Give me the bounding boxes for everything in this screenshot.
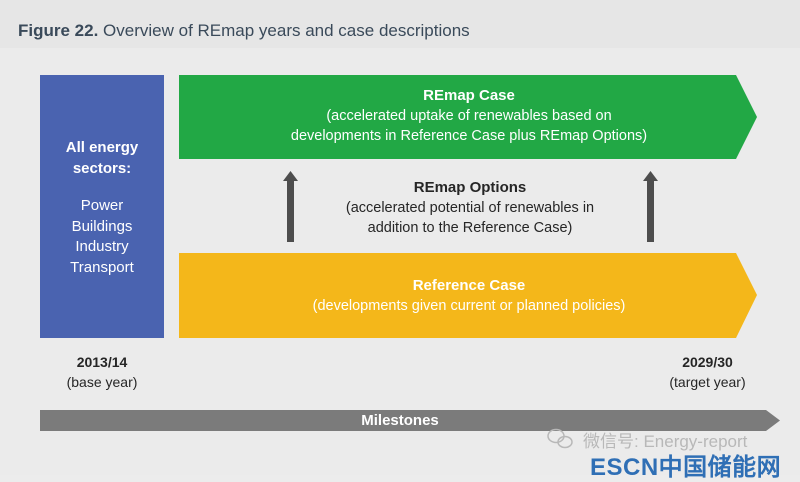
milestones-label: Milestones: [361, 412, 439, 429]
wechat-icon: [547, 428, 573, 449]
sector-item: Buildings: [71, 217, 133, 235]
energy-sectors-box: All energy sectors: Power Buildings Indu…: [40, 75, 164, 338]
remap-options-desc-line2: addition to the Reference Case): [367, 220, 573, 236]
remap-options-title: REmap Options: [413, 179, 527, 196]
reference-case-text: Reference Case (developments given curre…: [179, 276, 759, 316]
reference-case-desc-line1: (developments given current or planned p…: [312, 298, 626, 314]
remap-case-text: REmap Case (accelerated uptake of renewa…: [179, 86, 759, 146]
sector-item: Industry: [75, 238, 129, 255]
figure-header: Figure 22. Overview of REmap years and c…: [0, 0, 800, 48]
remap-case-title: REmap Case: [423, 87, 515, 104]
sector-item: Transport: [70, 258, 134, 276]
reference-case-title: Reference Case: [412, 277, 526, 294]
figure-label: Figure 22.: [18, 21, 99, 40]
wechat-watermark: 微信号: Energy-report: [583, 432, 748, 451]
sector-item: Power: [80, 197, 124, 214]
base-year-value: 2013/14: [76, 354, 128, 370]
sectors-heading: All energy sectors:: [40, 137, 164, 179]
up-arrow-right: [643, 171, 658, 242]
base-year-label: (base year): [66, 374, 138, 390]
base-year: 2013/14 (base year): [40, 352, 164, 392]
remap-options-desc-line1: (accelerated potential of renewables in: [345, 200, 595, 216]
remap-case-band: [179, 75, 757, 159]
reference-case-band: [179, 253, 757, 338]
site-logo: ESCN中国储能网: [590, 454, 782, 481]
target-year: 2029/30 (target year): [650, 352, 765, 392]
sectors-heading-line2: sectors:: [72, 160, 132, 177]
target-year-label: (target year): [669, 374, 746, 390]
up-arrow-left: [283, 171, 298, 242]
remap-case-desc-line1: (accelerated uptake of renewables based …: [326, 108, 612, 124]
milestones-arrow: [40, 410, 780, 431]
target-year-value: 2029/30: [682, 354, 733, 370]
sectors-list: Power Buildings Industry Transport: [40, 196, 164, 278]
remap-options-text: REmap Options (accelerated potential of …: [300, 178, 640, 238]
figure-title: Figure 22. Overview of REmap years and c…: [18, 21, 470, 41]
remap-case-desc-line2: developments in Reference Case plus REma…: [290, 128, 648, 144]
sectors-heading-line1: All energy: [65, 139, 139, 156]
figure-title-text: Overview of REmap years and case descrip…: [103, 21, 470, 40]
